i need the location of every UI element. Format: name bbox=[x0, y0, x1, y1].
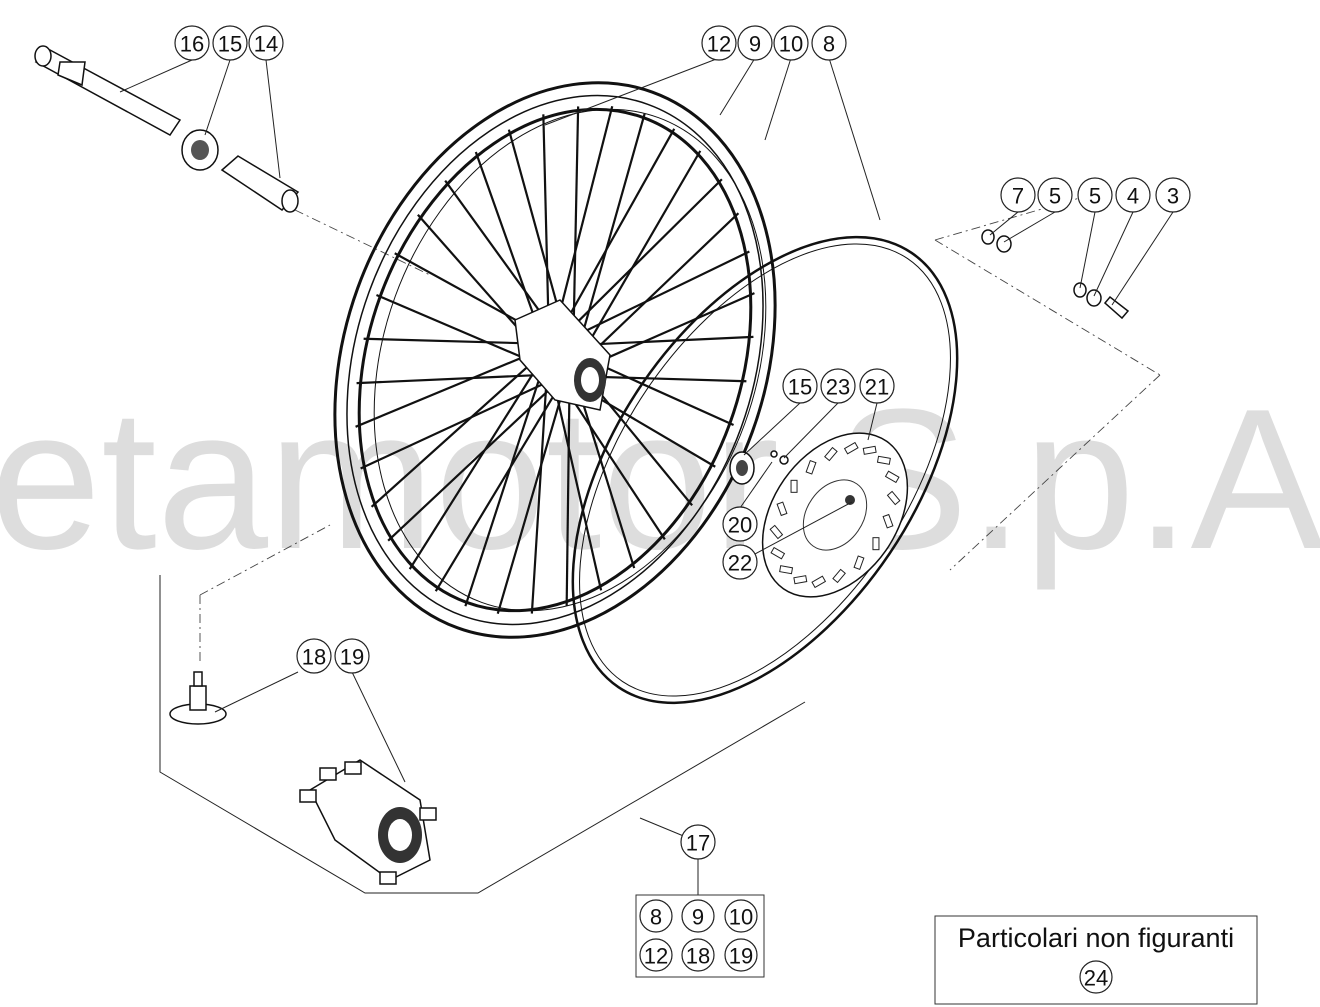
spoke bbox=[363, 337, 546, 345]
hub-spare bbox=[299, 759, 437, 885]
spoke bbox=[355, 348, 541, 428]
callout-22-text: 22 bbox=[728, 551, 752, 576]
kit-callout-18-text: 18 bbox=[686, 944, 710, 969]
disc-slot bbox=[886, 490, 901, 506]
callout-9: 9 bbox=[737, 25, 773, 61]
callout-3: 3 bbox=[1155, 177, 1191, 213]
rim-lock bbox=[169, 671, 227, 725]
disc-slot bbox=[853, 555, 865, 570]
callout-18-text: 18 bbox=[302, 645, 326, 670]
kit-callout-18: 18 bbox=[681, 938, 715, 972]
callout-17: 17 bbox=[680, 824, 716, 860]
brake-disc bbox=[761, 432, 909, 598]
callout-12: 12 bbox=[701, 25, 737, 61]
note-ref-callout: 24 bbox=[1079, 960, 1113, 994]
spoke bbox=[408, 364, 540, 570]
kit-callout-8: 8 bbox=[639, 899, 673, 933]
callout-21-text: 21 bbox=[865, 375, 889, 400]
spoke bbox=[530, 377, 548, 614]
kit-callout-12-text: 12 bbox=[644, 944, 668, 969]
kit-callout-10-text: 10 bbox=[729, 905, 753, 930]
kit-callout-19: 19 bbox=[724, 938, 758, 972]
spoke bbox=[560, 381, 666, 540]
disc-slot bbox=[811, 575, 827, 589]
disc-slot bbox=[843, 441, 859, 455]
spoke bbox=[572, 106, 580, 343]
disc-slot bbox=[793, 575, 808, 585]
callout-5-text: 5 bbox=[1089, 184, 1101, 209]
callout-9-text: 9 bbox=[749, 32, 761, 57]
callout-7-text: 7 bbox=[1012, 184, 1024, 209]
spoke bbox=[370, 356, 539, 508]
callout-22: 22 bbox=[722, 544, 758, 580]
callout-8-text: 8 bbox=[823, 32, 835, 57]
callout-12-text: 12 bbox=[707, 32, 731, 57]
disc-slot bbox=[872, 537, 880, 551]
axle-assembly bbox=[34, 45, 300, 213]
callout-18: 18 bbox=[296, 638, 332, 674]
callout-15-text: 15 bbox=[788, 375, 812, 400]
disc-slot bbox=[779, 565, 794, 575]
callout-19-text: 19 bbox=[340, 645, 364, 670]
spoke bbox=[580, 150, 702, 356]
callout-5: 5 bbox=[1037, 177, 1073, 213]
note-title: Particolari non figuranti bbox=[958, 923, 1234, 953]
disc-slot bbox=[776, 501, 788, 517]
callout-21: 21 bbox=[859, 368, 895, 404]
disc-slot bbox=[862, 445, 877, 455]
callout-5: 5 bbox=[1077, 177, 1113, 213]
disc-slot bbox=[769, 524, 784, 540]
callout-15-text: 15 bbox=[218, 32, 242, 57]
spoke bbox=[552, 380, 603, 591]
kit-callout-12: 12 bbox=[639, 938, 673, 972]
callout-15: 15 bbox=[782, 368, 818, 404]
note-ref: 24 bbox=[1084, 966, 1108, 991]
callout-14: 14 bbox=[248, 25, 284, 61]
disc-slot bbox=[824, 446, 838, 462]
kit-callout-9-text: 9 bbox=[692, 905, 704, 930]
callout-17-text: 17 bbox=[686, 831, 710, 856]
callout-23-text: 23 bbox=[826, 375, 850, 400]
callout-5-text: 5 bbox=[1049, 184, 1061, 209]
spoke bbox=[581, 212, 740, 364]
callout-7: 7 bbox=[1000, 177, 1036, 213]
disc-bearing bbox=[729, 450, 789, 485]
disc-slot bbox=[805, 460, 817, 475]
kit-callout-10: 10 bbox=[724, 899, 758, 933]
callout-3-text: 3 bbox=[1167, 184, 1179, 209]
wheel-hub bbox=[514, 299, 611, 411]
callout-20-text: 20 bbox=[728, 513, 752, 538]
callout-15: 15 bbox=[212, 25, 248, 61]
callout-20: 20 bbox=[722, 506, 758, 542]
callout-16-text: 16 bbox=[180, 32, 204, 57]
callout-8: 8 bbox=[811, 25, 847, 61]
spoke bbox=[464, 371, 543, 607]
disc-slot bbox=[770, 546, 786, 560]
callout-14-text: 14 bbox=[254, 32, 278, 57]
callout-4-text: 4 bbox=[1127, 184, 1139, 209]
callout-10-text: 10 bbox=[779, 32, 803, 57]
kit-callout-8-text: 8 bbox=[650, 905, 662, 930]
disc-slot bbox=[832, 568, 846, 584]
callout-16: 16 bbox=[174, 25, 210, 61]
callout-10: 10 bbox=[773, 25, 809, 61]
disc-slot bbox=[876, 455, 891, 465]
disc-slot bbox=[884, 470, 900, 484]
callout-23: 23 bbox=[820, 368, 856, 404]
callout-19: 19 bbox=[334, 638, 370, 674]
kit-callouts: 8 9 10 12 18 19 bbox=[639, 899, 758, 972]
leader-lines bbox=[119, 57, 1174, 895]
fastener-parts bbox=[981, 229, 1130, 320]
disc-slot bbox=[882, 513, 894, 529]
kit-callout-9: 9 bbox=[681, 899, 715, 933]
kit-callout-19-text: 19 bbox=[729, 944, 753, 969]
callout-4: 4 bbox=[1115, 177, 1151, 213]
disc-slot bbox=[790, 479, 798, 493]
watermark: etamotor S.p.A. bbox=[0, 368, 1320, 591]
